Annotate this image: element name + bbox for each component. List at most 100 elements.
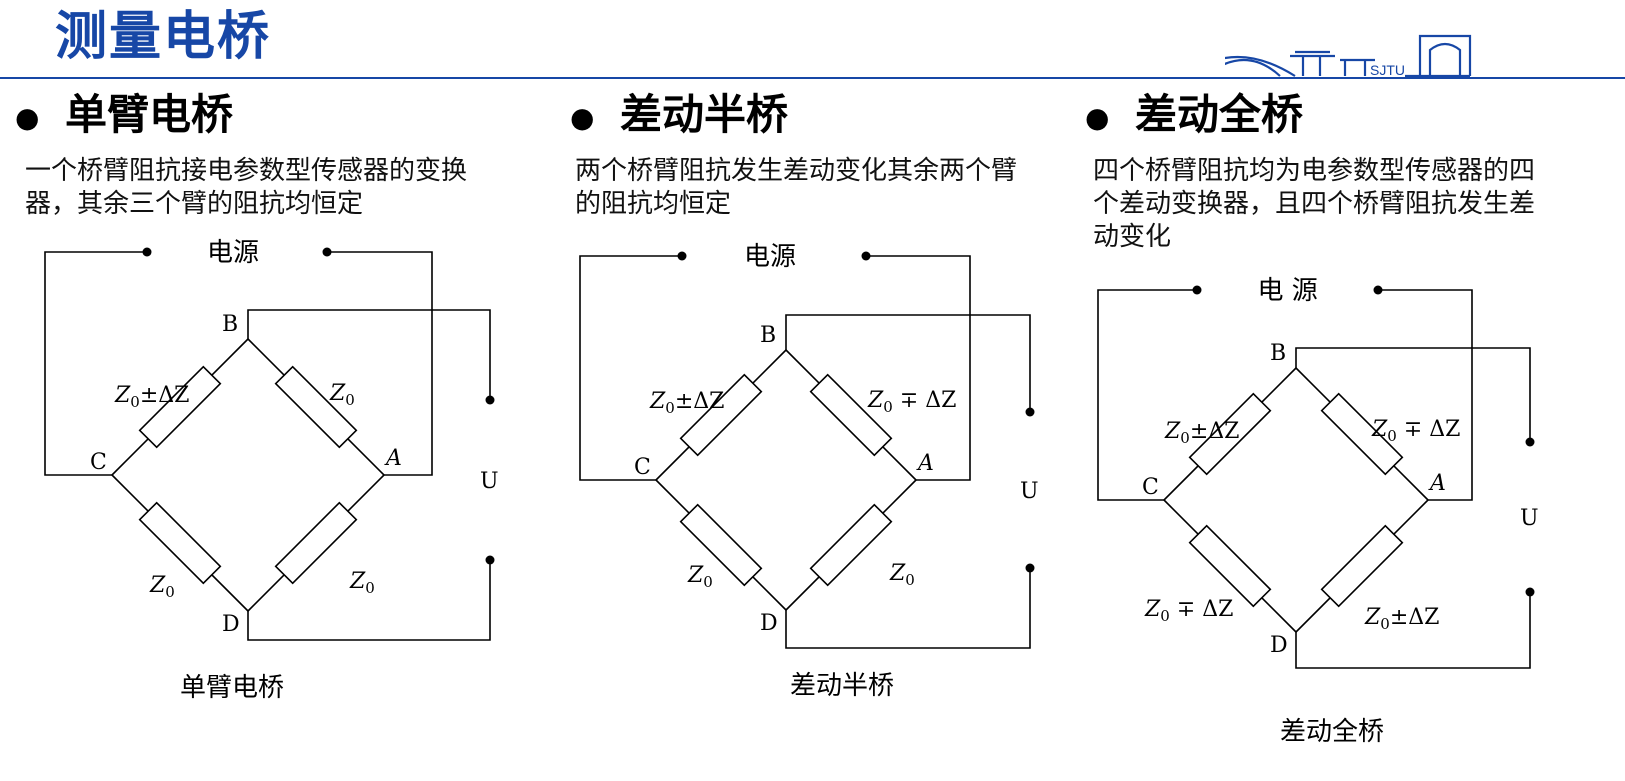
node-label-c: C — [634, 455, 651, 480]
diagram-caption: 单臂电桥 — [180, 673, 285, 703]
node-label-a: A — [1428, 471, 1446, 496]
power-wire-left — [44, 251, 147, 476]
description-line: 四个桥臂阻抗均为电参数型传感器的四 — [1093, 156, 1536, 186]
power-wire-right — [1378, 289, 1473, 501]
arm-resistor-top-right — [1320, 392, 1404, 476]
section-heading: ● 单臂电桥 — [15, 85, 233, 148]
arm-label-bottom-left: Z0 — [149, 573, 175, 601]
power-wire-right — [327, 251, 433, 476]
section-heading: ● 差动全桥 — [1085, 85, 1303, 148]
power-terminal — [1373, 285, 1383, 295]
arm-label-bottom-left: Z0 — [687, 563, 713, 591]
output-wire-bottom — [1295, 592, 1531, 669]
arm-resistor-top-left — [138, 365, 222, 449]
description-line: 个差动变换器，且四个桥臂阻抗发生差 — [1093, 189, 1536, 219]
power-terminal — [677, 251, 687, 261]
description-line: 器，其余三个臂的阻抗均恒定 — [25, 189, 364, 219]
page-title: 测量电桥 — [55, 7, 272, 67]
node-label-c: C — [90, 450, 107, 475]
arm-label-bottom-left: Z0 ∓ ΔZ — [1144, 597, 1233, 625]
output-terminal — [1525, 587, 1535, 597]
output-terminal — [1025, 407, 1035, 417]
bullet-icon: ● — [15, 100, 40, 134]
logo-tower — [1418, 34, 1472, 76]
arm-resistor-top-left — [679, 373, 763, 457]
section-description: 四个桥臂阻抗均为电参数型传感器的四 个差动变换器，且四个桥臂阻抗发生差 动变化 — [1093, 155, 1623, 254]
node-label-d: D — [222, 612, 240, 637]
arm-resistor-bottom-right — [1320, 524, 1404, 608]
node-label-c: C — [1142, 475, 1159, 500]
bullet-icon: ● — [1085, 100, 1110, 134]
output-terminal — [485, 555, 495, 565]
section-heading-text: 差动全桥 — [1135, 90, 1304, 139]
output-wire-top — [785, 314, 1031, 412]
arm-resistor-top-right — [274, 365, 358, 449]
power-terminal — [1192, 285, 1202, 295]
output-label: U — [480, 469, 499, 494]
arm-label-top-left: Z0±ΔZ — [1164, 419, 1239, 447]
node-label-b: B — [222, 312, 238, 337]
logo-bridge-arch — [1225, 55, 1296, 77]
node-label-d: D — [760, 611, 778, 636]
description-line: 两个桥臂阻抗发生差动变化其余两个臂 — [575, 156, 1018, 186]
node-label-d: D — [1270, 633, 1288, 658]
section-description: 两个桥臂阻抗发生差动变化其余两个臂 的阻抗均恒定 — [575, 155, 1075, 221]
power-wire-left — [579, 255, 682, 481]
sjtu-logo: SJTU — [1225, 34, 1472, 78]
arm-resistor-top-left — [1188, 392, 1272, 476]
power-terminal — [861, 251, 871, 261]
description-line: 一个桥臂阻抗接电参数型传感器的变换 — [25, 156, 468, 186]
output-terminal — [1025, 563, 1035, 573]
node-label-b: B — [760, 323, 776, 348]
arm-resistor-bottom-left — [138, 501, 222, 585]
description-line: 的阻抗均恒定 — [575, 189, 732, 219]
output-wire-top — [247, 309, 491, 400]
output-terminal — [485, 395, 495, 405]
arm-label-top-left: Z0±ΔZ — [649, 389, 724, 417]
output-wire-top — [1295, 347, 1531, 442]
section-heading-text: 差动半桥 — [620, 90, 789, 139]
arm-label-bottom-right: Z0±ΔZ — [1364, 605, 1439, 633]
arm-label-top-left: Z0±ΔZ — [114, 383, 189, 411]
description-line: 动变化 — [1093, 222, 1172, 252]
power-label: 电 源 — [1258, 276, 1318, 306]
logo-gate — [1290, 50, 1335, 76]
power-wire-right — [866, 255, 971, 481]
arm-label-bottom-right: Z0 — [889, 561, 915, 589]
arm-resistor-top-right — [809, 373, 893, 457]
logo-bridge-arch-inner — [1225, 58, 1281, 77]
header-divider — [0, 77, 1625, 79]
node-label-b: B — [1270, 341, 1286, 366]
power-terminal — [142, 247, 152, 257]
arm-label-top-right: Z0 ∓ ΔZ — [1371, 417, 1460, 445]
power-terminal — [322, 247, 332, 257]
power-label: 电源 — [744, 242, 796, 272]
output-wire-bottom — [785, 568, 1031, 649]
section-description: 一个桥臂阻抗接电参数型传感器的变换 器，其余三个臂的阻抗均恒定 — [25, 155, 545, 221]
output-label: U — [1520, 506, 1539, 531]
power-wire-left — [1097, 289, 1197, 501]
section-heading-text: 单臂电桥 — [65, 90, 234, 139]
arm-label-bottom-right: Z0 — [349, 569, 375, 597]
logo-pavilion — [1340, 58, 1375, 76]
arm-resistor-bottom-right — [809, 503, 893, 587]
arm-label-top-right: Z0 — [329, 381, 355, 409]
logo-text: SJTU — [1370, 62, 1405, 78]
arm-label-top-right: Z0 ∓ ΔZ — [867, 388, 956, 416]
arm-resistor-bottom-left — [1188, 524, 1272, 608]
bullet-icon: ● — [570, 100, 595, 134]
output-terminal — [1525, 437, 1535, 447]
arm-resistor-bottom-right — [274, 501, 358, 585]
output-label: U — [1020, 479, 1039, 504]
output-wire-bottom — [247, 560, 491, 641]
diagram-caption: 差动半桥 — [790, 671, 895, 701]
section-heading: ● 差动半桥 — [570, 85, 788, 148]
power-label: 电源 — [207, 238, 259, 268]
slide-header: 测量电桥 SJTU — [0, 0, 1625, 80]
node-label-a: A — [384, 446, 402, 471]
arm-resistor-bottom-left — [679, 503, 763, 587]
node-label-a: A — [916, 451, 934, 476]
diagram-caption: 差动全桥 — [1280, 717, 1385, 747]
